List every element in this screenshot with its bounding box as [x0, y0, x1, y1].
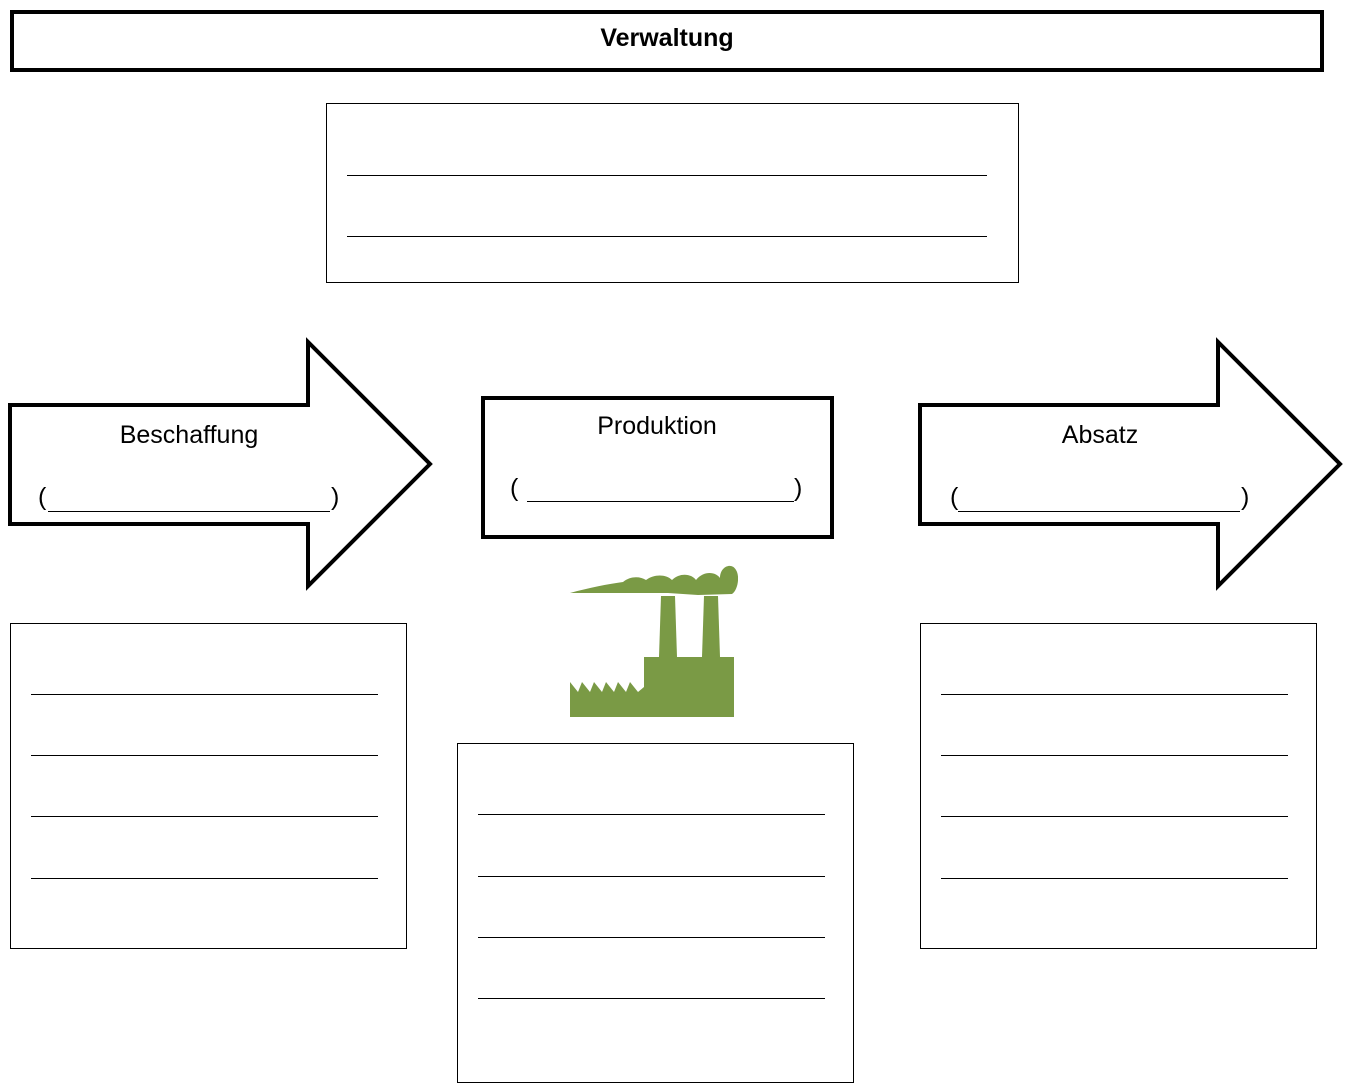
answer-line[interactable]: [478, 814, 825, 815]
answer-line[interactable]: [941, 816, 1288, 817]
absatz-label: Absatz: [1061, 421, 1139, 449]
beschaffung-label: Beschaffung: [119, 421, 259, 449]
answer-line[interactable]: [941, 755, 1288, 756]
answer-line[interactable]: [31, 755, 378, 756]
answer-line[interactable]: [31, 694, 378, 695]
answer-line[interactable]: [478, 937, 825, 938]
answer-line[interactable]: [941, 694, 1288, 695]
answer-line[interactable]: [347, 175, 987, 176]
beschaffung-open-paren: (: [38, 483, 47, 511]
absatz-answer-box: [920, 623, 1317, 949]
produktion-label: Produktion: [597, 412, 717, 440]
beschaffung-blank[interactable]: [48, 511, 330, 512]
absatz-blank[interactable]: [958, 511, 1240, 512]
absatz-close-paren: ): [1241, 483, 1250, 511]
absatz-open-paren: (: [950, 483, 959, 511]
beschaffung-close-paren: ): [331, 483, 340, 511]
factory-icon: [570, 565, 738, 717]
beschaffung-arrow: [8, 337, 433, 591]
beschaffung-answer-box: [10, 623, 407, 949]
verwaltung-header: Verwaltung: [10, 10, 1324, 72]
verwaltung-title: Verwaltung: [600, 23, 734, 52]
produktion-answer-box: [457, 743, 854, 1083]
answer-line[interactable]: [31, 816, 378, 817]
produktion-close-paren: ): [794, 474, 803, 502]
answer-line[interactable]: [347, 236, 987, 237]
produktion-box: [481, 396, 834, 539]
answer-line[interactable]: [31, 878, 378, 879]
answer-line[interactable]: [941, 878, 1288, 879]
answer-line[interactable]: [478, 876, 825, 877]
produktion-open-paren: (: [510, 474, 519, 502]
verwaltung-answer-box: [326, 103, 1019, 283]
produktion-blank[interactable]: [527, 501, 794, 502]
answer-line[interactable]: [478, 998, 825, 999]
absatz-arrow: [918, 337, 1343, 591]
